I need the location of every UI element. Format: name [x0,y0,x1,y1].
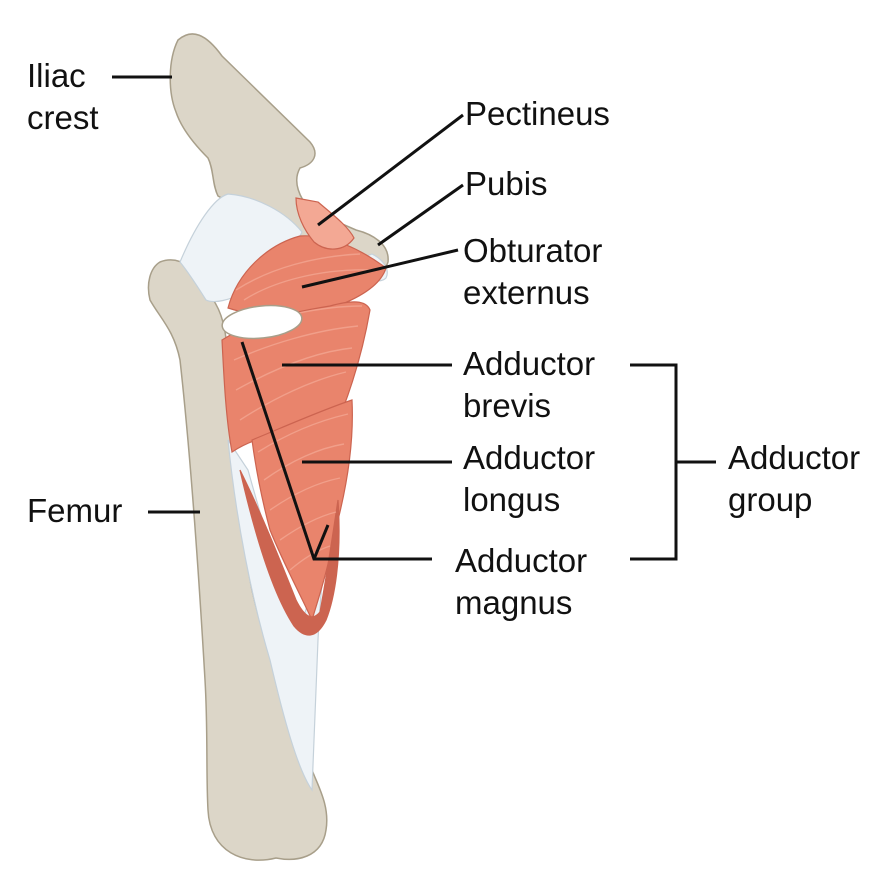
label-adductor-group-line-1: Adductor [728,439,861,476]
adductor-magnus-muscle [239,469,340,636]
muscle-fiber-line [239,371,347,421]
label-adductor-longus-line-2: longus [463,481,561,518]
label-iliac-crest: Iliac crest [27,55,99,139]
label-iliac-crest-line-2: crest [27,99,99,136]
muscle-fiber-line [257,413,349,453]
label-adductor-magnus: Adductor magnus [455,540,587,624]
bracket-adductor-group [630,363,678,561]
label-pectineus: Pectineus [465,93,610,135]
label-obturator-externus-line-2: externus [463,274,590,311]
label-iliac-crest-line-1: Iliac [27,57,86,94]
pectineus-muscle [295,197,355,250]
leader-lines [112,75,716,561]
label-femur-line-1: Femur [27,492,123,529]
label-adductor-group-line-2: group [728,481,813,518]
label-obturator-externus-line-1: Obturator [463,232,603,269]
muscle-fiber-line [263,443,345,481]
obturator-foramen [221,304,303,340]
label-femur: Femur [27,490,122,532]
label-adductor-magnus-line-1: Adductor [455,542,588,579]
label-adductor-longus-line-1: Adductor [463,439,596,476]
label-adductor-brevis-line-2: brevis [463,387,552,424]
label-adductor-magnus-line-2: magnus [455,584,573,621]
label-adductor-brevis: Adductor brevis [463,343,595,427]
label-pubis-line-1: Pubis [465,165,548,202]
leader-obturator-externus [301,248,459,289]
muscle-fiber-line [243,269,375,301]
muscle-fiber-line [289,545,331,571]
muscle-fiber-line [269,477,341,511]
muscle-fiber-line [235,347,353,391]
label-adductor-longus: Adductor longus [463,437,595,521]
leader-adductor-magnus-branch [312,524,330,560]
label-obturator-externus: Obturator externus [463,230,602,314]
label-adductor-brevis-line-1: Adductor [463,345,596,382]
muscle-fiber-line [235,253,361,291]
muscle-fiber-line [279,511,337,541]
label-pectineus-line-1: Pectineus [465,95,610,132]
leader-pubis [377,183,464,247]
label-adductor-group: Adductor group [728,437,860,521]
label-pubis: Pubis [465,163,548,205]
leader-pectineus [317,113,464,227]
